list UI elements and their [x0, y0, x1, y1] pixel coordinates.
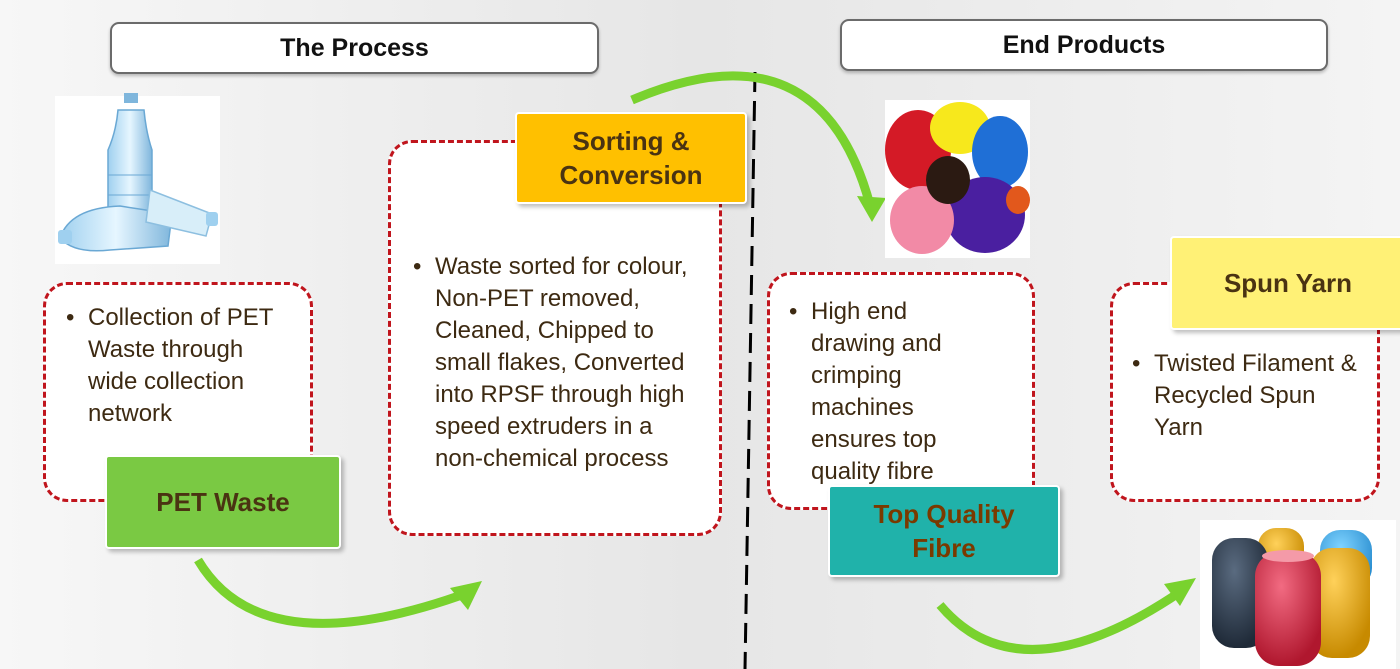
pet-waste-bullet: Collection of PET Waste through wide col… — [66, 302, 298, 430]
colored-fibre-image — [885, 100, 1030, 258]
fibre-description: High end drawing and crimping machines e… — [789, 296, 964, 488]
yarn-cones-image — [1200, 520, 1396, 669]
pet-waste-description: Collection of PET Waste through wide col… — [66, 302, 298, 430]
label-sorting-conversion: Sorting & Conversion — [515, 112, 747, 204]
header-the-process: The Process — [110, 22, 599, 74]
label-top-quality-fibre: Top Quality Fibre — [828, 485, 1060, 577]
label-spun-yarn: Spun Yarn — [1170, 236, 1400, 330]
arrow-sorting-to-fibre — [630, 71, 886, 222]
divider-line — [743, 71, 757, 669]
yarn-description: Twisted Filament & Recycled Spun Yarn — [1132, 348, 1368, 444]
yarn-bullet: Twisted Filament & Recycled Spun Yarn — [1132, 348, 1368, 444]
fibre-bullet: High end drawing and crimping machines e… — [789, 296, 964, 488]
sorting-description: Waste sorted for colour, Non-PET removed… — [413, 251, 703, 475]
sorting-bullet: Waste sorted for colour, Non-PET removed… — [413, 251, 703, 475]
header-end-products: End Products — [840, 19, 1328, 71]
arrow-pet-to-sorting — [194, 557, 482, 628]
arrow-fibre-to-yarn — [936, 578, 1196, 654]
pet-bottles-image — [55, 93, 220, 264]
label-pet-waste: PET Waste — [105, 455, 341, 549]
